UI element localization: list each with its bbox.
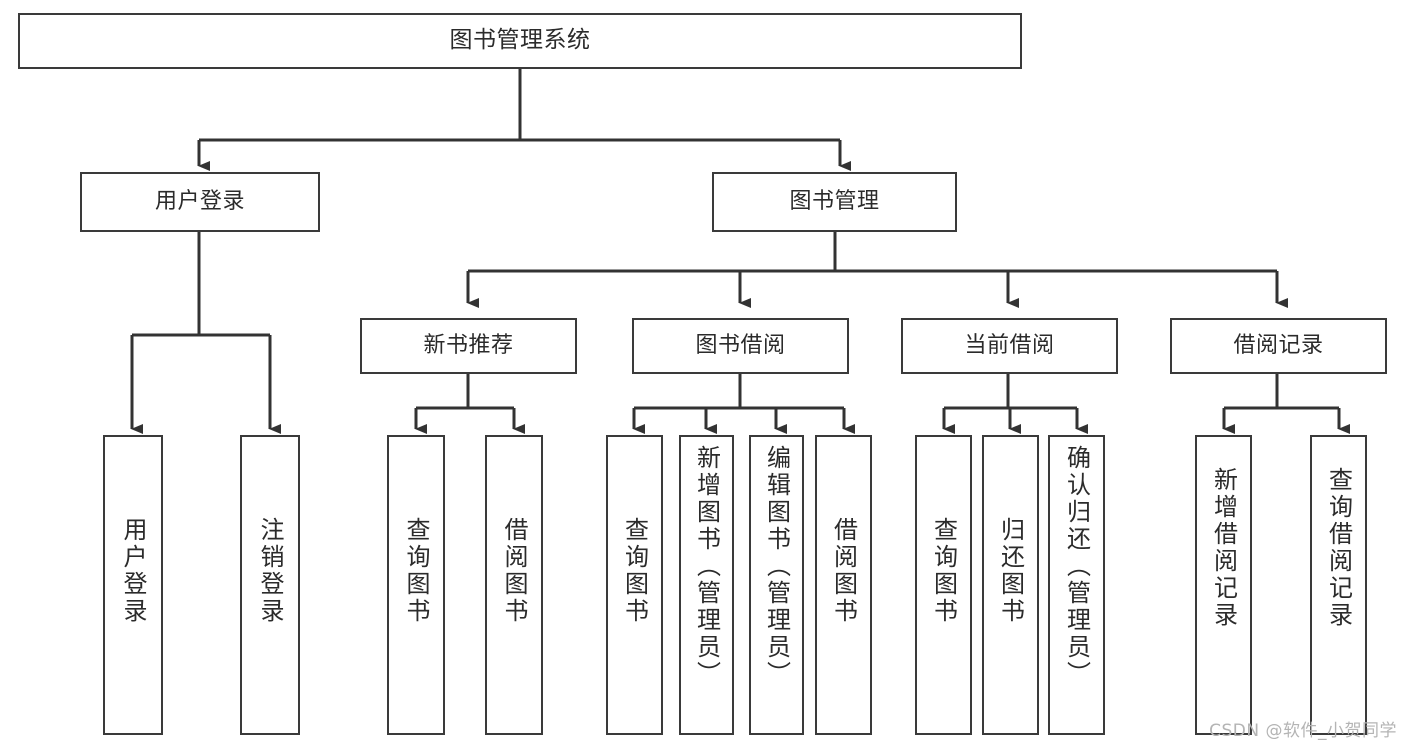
leaf-recommend-query-book[interactable]: 查询图书 — [387, 435, 445, 735]
leaf-label: 查询借阅记录 — [1324, 467, 1353, 629]
leaf-current-confirm-return-admin[interactable]: 确认归还（管理员） — [1048, 435, 1105, 735]
leaf-current-query-book[interactable]: 查询图书 — [915, 435, 972, 735]
leaf-borrow-query-book[interactable]: 查询图书 — [606, 435, 663, 735]
leaf-label: 查询图书 — [620, 517, 649, 625]
leaf-label: 借阅图书 — [829, 517, 858, 625]
leaf-label: 归还图书 — [996, 517, 1025, 625]
node-book-management[interactable]: 图书管理 — [712, 172, 957, 232]
node-current-borrow[interactable]: 当前借阅 — [901, 318, 1118, 374]
watermark-text: CSDN @软件_小贺同学 — [1209, 721, 1397, 741]
leaf-borrow-edit-book-admin[interactable]: 编辑图书（管理员） — [749, 435, 804, 735]
leaf-borrow-add-book-admin[interactable]: 新增图书（管理员） — [679, 435, 734, 735]
leaf-current-return-book[interactable]: 归还图书 — [982, 435, 1039, 735]
node-book-borrow[interactable]: 图书借阅 — [632, 318, 849, 374]
leaf-label: 查询图书 — [402, 517, 430, 625]
node-new-book-recommend[interactable]: 新书推荐 — [360, 318, 577, 374]
node-root-system[interactable]: 图书管理系统 — [18, 13, 1022, 69]
leaf-label: 借阅图书 — [500, 517, 528, 625]
leaf-record-add-record[interactable]: 新增借阅记录 — [1195, 435, 1252, 735]
leaf-user-login-signin[interactable]: 用户登录 — [103, 435, 163, 735]
leaf-label: 确认归还（管理员） — [1062, 445, 1091, 688]
leaf-recommend-borrow-book[interactable]: 借阅图书 — [485, 435, 543, 735]
leaf-borrow-borrow-book[interactable]: 借阅图书 — [815, 435, 872, 735]
leaf-label: 新增图书（管理员） — [692, 445, 721, 688]
leaf-label: 查询图书 — [929, 517, 958, 625]
node-borrow-record[interactable]: 借阅记录 — [1170, 318, 1387, 374]
leaf-label: 用户登录 — [119, 517, 147, 625]
leaf-label: 新增借阅记录 — [1209, 467, 1238, 629]
node-user-login[interactable]: 用户登录 — [80, 172, 320, 232]
leaf-label: 编辑图书（管理员） — [762, 445, 791, 688]
leaf-user-login-signout[interactable]: 注销登录 — [240, 435, 300, 735]
leaf-label: 注销登录 — [256, 517, 284, 625]
leaf-record-query-record[interactable]: 查询借阅记录 — [1310, 435, 1367, 735]
